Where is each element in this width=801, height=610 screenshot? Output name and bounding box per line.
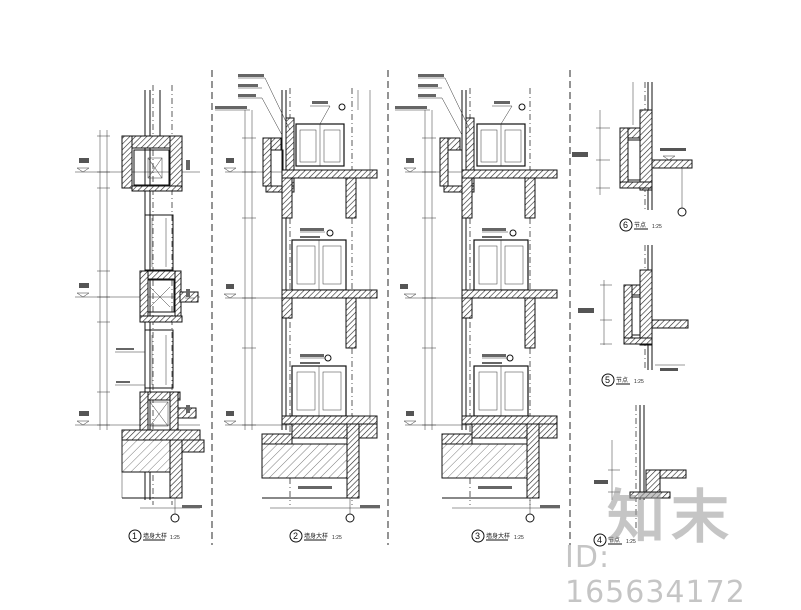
view-number-2: 2	[293, 531, 298, 541]
view-title-text-2: 墙身大样	[304, 532, 328, 540]
detail-view-6	[572, 82, 693, 217]
wall-section-view-1	[75, 85, 205, 523]
view-title-2: 2 墙身大样 1:25	[289, 529, 342, 543]
view-number-1: 1	[132, 531, 137, 541]
sheet-separators	[211, 70, 571, 545]
view-scale-5: 1:25	[634, 379, 644, 385]
view-title-6: 6 节点 1:25	[619, 218, 662, 232]
view-title-text-4: 节点	[608, 536, 620, 544]
wall-section-view-3	[395, 74, 560, 523]
view-title-1: 1 墙身大样 1:25	[128, 529, 180, 543]
wall-section-view-2	[215, 74, 380, 523]
view-number-5: 5	[605, 375, 610, 385]
view-scale-3: 1:25	[514, 535, 524, 541]
view-title-text-5: 节点	[616, 376, 628, 384]
view-title-text-3: 墙身大样	[486, 532, 510, 540]
view-title-text-1: 墙身大样	[143, 532, 167, 540]
view-number-3: 3	[475, 531, 480, 541]
view-title-text-6: 节点	[634, 221, 646, 229]
view-scale-6: 1:25	[652, 224, 662, 230]
view-scale-2: 1:25	[332, 535, 342, 541]
watermark-logo: 知末	[607, 483, 736, 551]
view-number-4: 4	[597, 535, 602, 545]
view-scale-4: 1:25	[626, 539, 636, 545]
view-title-3: 3 墙身大样 1:25	[471, 529, 524, 543]
view-scale-1: 1:25	[170, 535, 180, 541]
view-title-4: 4 节点 1:25	[593, 533, 636, 547]
view-number-6: 6	[623, 220, 628, 230]
detail-view-4	[594, 405, 687, 530]
view-title-5: 5 节点 1:25	[601, 373, 644, 387]
detail-view-5	[578, 245, 689, 371]
